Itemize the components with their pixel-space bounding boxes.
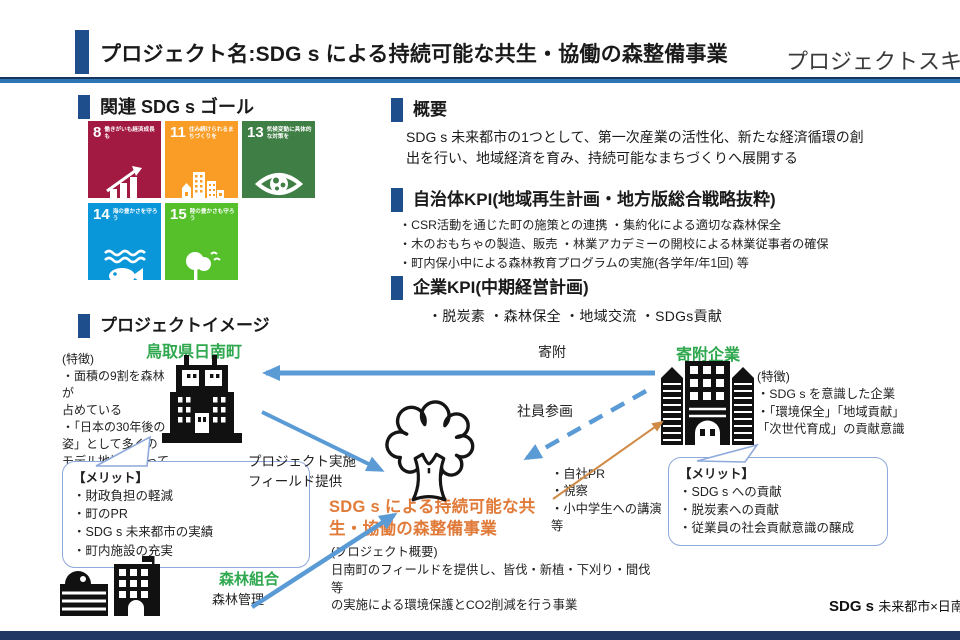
field-provision-label: プロジェクト実施 フィールド提供 [248,454,356,489]
company-features: (特徴) ・SDG s を意識した企業 ・「環境保全」「地域貢献」 「次世代育成… [757,370,905,437]
forest-union-name: 森林組合 [219,571,280,588]
company-merit-list: ・SDG s への貢献 ・脱炭素への貢献 ・従業員の社会貢献意識の醸成 [679,485,855,536]
city-buildings-icon [179,164,225,198]
section-project-image: プロジェクトイメージ [78,314,270,338]
project-outline: (プロジェクト概要) 日南町のフィールドを提供し、皆伐・新植・下刈り・間伐等 の… [331,545,651,613]
sdg-tile-15: 15 陸の豊かさも守ろう [165,203,238,280]
sdg-tile-11: 11 住み続けられるまちづくりを [165,121,238,198]
company-name: 寄附企業 [676,347,741,364]
sdg-goals-heading: 関連 SDG s ゴール [100,97,255,117]
sdg-label: 気候変動に具体的な対策を [266,127,312,140]
sdg-tile-head: 11 住み続けられるまちづくりを [165,121,238,140]
sdg-tile-head: 14 海の豊かさを守ろう [88,203,161,222]
corporate-kpi-heading: 企業KPI(中期経営計画) [413,278,589,297]
sdg-tile-14: 14 海の豊かさを守ろう [88,203,161,280]
section-corporate-kpi: 企業KPI(中期経営計画) [391,276,589,300]
company-merit-bubble: 【メリット】 ・SDG s への貢献 ・脱炭素への貢献 ・従業員の社会貢献意識の… [668,457,888,546]
growth-chart-icon [102,164,148,198]
header-rule-blue [0,79,960,83]
donation-label: 寄附 [538,344,566,360]
header-accent-bar [75,30,89,74]
section-accent-bar [391,98,403,122]
sdg-label: 住み続けられるまちづくりを [188,127,234,140]
sdg-label: 働きがいも経済成長も [104,127,155,140]
sdg-goal-grid: 8 働きがいも経済成長も 11 住み続けられるまちづくりを [88,121,320,280]
tree-land-icon [178,246,226,280]
sdg-label: 海の豊かさを守ろう [112,209,158,222]
section-accent-bar [78,95,90,119]
overview-body: SDG s 未来都市の1つとして、第一次産業の活性化、新たな経済循環の創 出を行… [406,129,864,166]
section-sdg-goals: 関連 SDG s ゴール [78,95,254,119]
sdg-tile-8: 8 働きがいも経済成長も [88,121,161,198]
sdg-tile-head: 15 陸の豊かさも守ろう [165,203,238,222]
merit-title: 【メリット】 [679,467,755,481]
section-municipal-kpi: 自治体KPI(地域再生計画・地方版総合戦略抜粋) [391,188,776,212]
sdg-number: 8 [93,124,102,141]
sdg-label: 陸の豊かさも守ろう [189,209,235,222]
footer-navy-bar [0,631,960,640]
eye-globe-icon [254,164,304,198]
section-accent-bar [78,314,90,338]
sdg-number: 13 [247,124,264,141]
project-image-heading: プロジェクトイメージ [100,316,270,335]
footer-brand-bold: SDG s [829,598,879,615]
sdg-tile-13: 13 気候変動に具体的な対策を [242,121,315,198]
sdg-number: 11 [170,124,186,141]
section-accent-bar [391,276,403,300]
company-activities: ・自社PR ・視察 ・小中学生への講演 等 [551,467,662,534]
forest-tree-icon [377,397,483,503]
sdg-tile-head: 13 気候変動に具体的な対策を [242,121,315,140]
town-name: 鳥取県日南町 [146,344,243,361]
town-building-icon [162,355,242,443]
fish-waves-icon [101,246,149,280]
sdg-number: 15 [170,206,187,223]
section-accent-bar [391,188,403,212]
footer-brand: SDG s 未来都市×日南町 [829,596,960,615]
municipal-kpi-bullets: ・CSR活動を通じた町の施策との連携 ・集約化による適切な森林保全 ・木のおもち… [399,218,829,270]
forest-union-factory-icon [56,556,216,622]
footer-brand-rest: 未来都市×日南町 [878,599,960,614]
page-title: プロジェクト名:SDG s による持続可能な共生・協働の森整備事業 [100,43,728,66]
merit-title: 【メリット】 [73,471,149,485]
company-buildings-icon [659,359,756,447]
sdg-tile-head: 8 働きがいも経済成長も [88,121,161,140]
overview-heading: 概要 [413,100,447,119]
header-right-title: プロジェクトスキーム [786,49,960,74]
header-rule-dark [0,77,960,79]
participation-label: 社員参画 [517,403,573,419]
sdg-number: 14 [93,206,110,223]
municipal-kpi-heading: 自治体KPI(地域再生計画・地方版総合戦略抜粋) [413,190,776,209]
forest-management-label: 森林管理 [212,592,265,607]
corporate-kpi-bullets: ・脱炭素 ・森林保全 ・地域交流 ・SDGs貢献 [428,308,723,324]
town-merit-list: ・財政負担の軽減 ・町のPR ・SDG s 未来都市の実績 ・町内施設の充実 [73,489,214,558]
section-overview: 概要 [391,98,447,122]
